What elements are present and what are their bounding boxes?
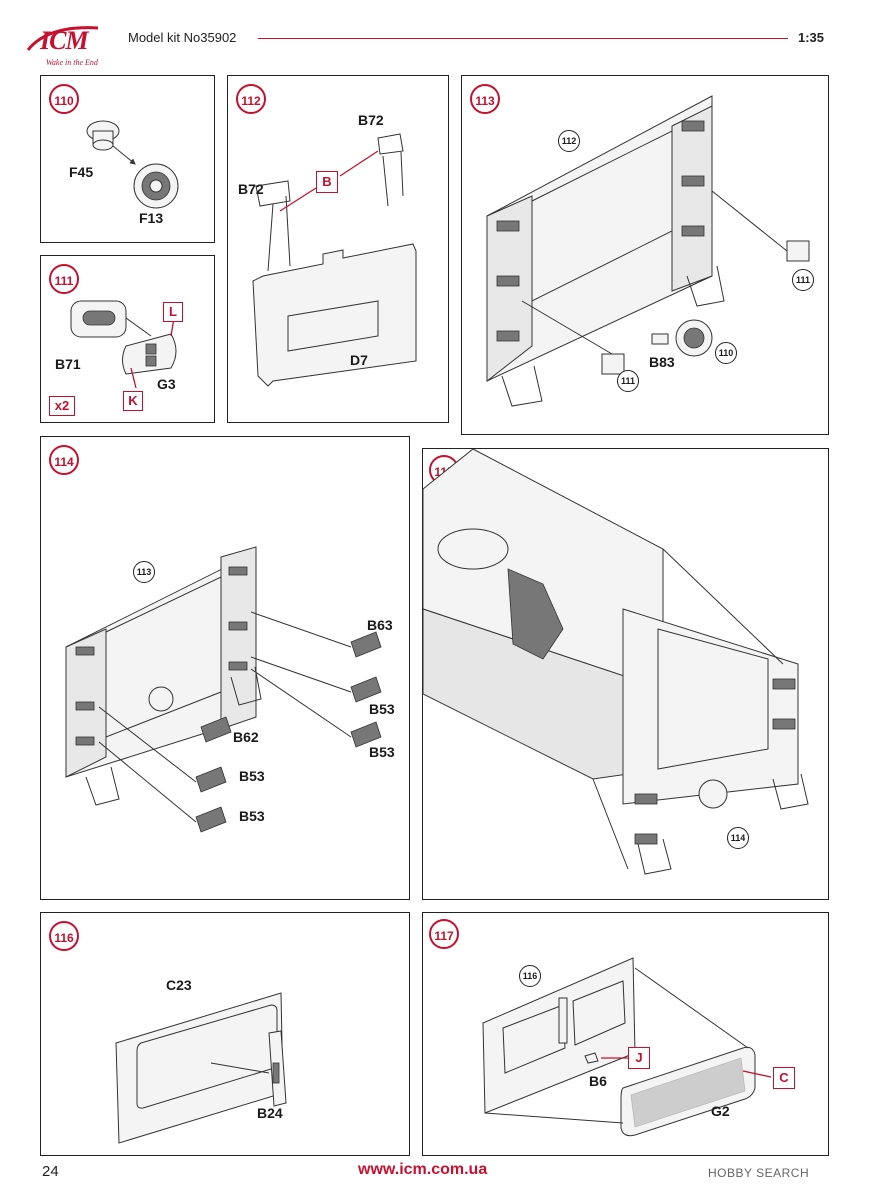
part-label: C23	[166, 977, 192, 993]
part-label: B83	[649, 354, 675, 370]
step-117-drawing	[482, 957, 772, 1137]
kit-title: Model kit No35902	[128, 30, 237, 45]
part-label: B53	[369, 701, 395, 717]
step-116-drawing	[115, 992, 287, 1144]
step-113-panel: 113 112 111 111 110 B83	[461, 75, 829, 435]
step-number: 116	[49, 921, 79, 951]
quantity-badge: x2	[49, 396, 75, 416]
step-110-panel: 110 F45 F13	[40, 75, 215, 243]
part-label: B62	[233, 729, 259, 745]
part-label: F13	[139, 210, 164, 226]
step-reference: 111	[792, 269, 814, 291]
step-114-panel: 114 113 B63 B53 B53 B62 B53 B53	[40, 436, 410, 900]
step-112-drawing	[252, 133, 417, 387]
part-label: B53	[369, 744, 395, 760]
page-number: 24	[42, 1163, 59, 1180]
part-label: B53	[239, 768, 265, 784]
part-label: B63	[367, 617, 393, 633]
step-number: 113	[470, 84, 500, 114]
scale-label: 1:35	[798, 30, 825, 45]
step-115-panel: 115 114	[422, 448, 829, 900]
step-number: 110	[49, 84, 79, 114]
step-117-panel: 117 116 J C B6 G2	[422, 912, 829, 1156]
watermark: HOBBY SEARCH	[708, 1166, 810, 1180]
part-label: B24	[257, 1105, 283, 1121]
step-111-panel: 111 L K B71 G3 x2	[40, 255, 215, 423]
header-divider	[258, 38, 788, 39]
part-label: B6	[589, 1073, 607, 1089]
part-label: B53	[239, 808, 265, 824]
logo-tagline: Wake in the End	[46, 58, 98, 67]
icm-logo: ICM Wake in the End	[18, 20, 113, 68]
part-label: B72	[238, 181, 264, 197]
step-reference: 116	[519, 965, 541, 987]
paint-code-badge: J	[628, 1047, 650, 1069]
step-115-drawing	[422, 448, 809, 875]
step-reference: 113	[133, 561, 155, 583]
step-112-panel: 112 B B72 B72 D7	[227, 75, 449, 423]
website-link[interactable]: www.icm.com.ua	[358, 1161, 488, 1178]
step-reference: 114	[727, 827, 749, 849]
logo-text: ICM	[40, 26, 89, 55]
part-label: G3	[157, 376, 176, 392]
step-116-panel: 116 C23 B24	[40, 912, 410, 1156]
part-label: B72	[358, 112, 384, 128]
part-label: F45	[69, 164, 94, 180]
step-number: 117	[429, 919, 459, 949]
part-label: D7	[350, 352, 368, 368]
step-number: 114	[49, 445, 79, 475]
part-label: B71	[55, 356, 81, 372]
paint-code-badge: K	[123, 391, 143, 411]
step-reference: 112	[558, 130, 580, 152]
paint-code-badge: L	[163, 302, 183, 322]
step-114-drawing	[65, 546, 382, 833]
paint-code-badge: B	[316, 171, 338, 193]
step-number: 112	[236, 84, 266, 114]
paint-code-badge: C	[773, 1067, 795, 1089]
step-110-drawing	[86, 120, 179, 209]
step-reference: 111	[617, 370, 639, 392]
step-reference: 110	[715, 342, 737, 364]
step-number: 111	[49, 264, 79, 294]
part-label: G2	[711, 1103, 730, 1119]
step-113-drawing	[486, 95, 810, 407]
logo-swoosh-icon	[26, 26, 99, 51]
